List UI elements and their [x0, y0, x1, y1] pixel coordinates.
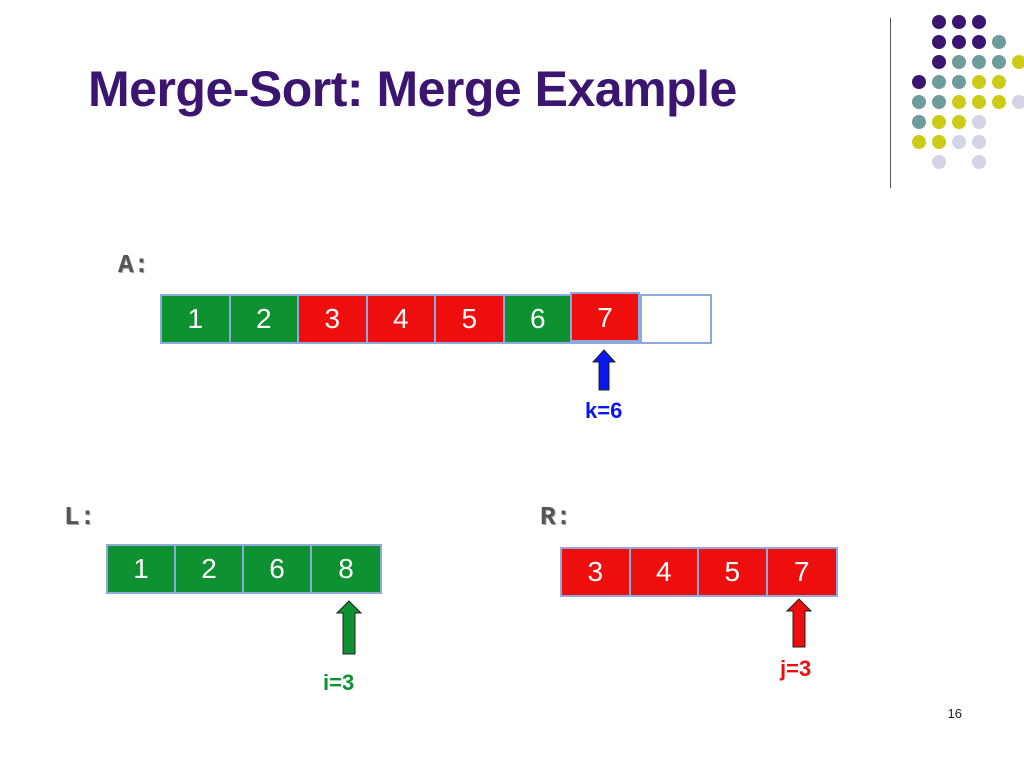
decorative-dot — [932, 15, 946, 29]
array-r-cell: 4 — [630, 549, 699, 595]
array-r-cell: 5 — [699, 549, 768, 595]
j-pointer-label: j=3 — [780, 656, 812, 681]
decorative-dot — [952, 95, 966, 109]
decorative-dot — [932, 155, 946, 169]
decorative-dot — [1012, 55, 1024, 69]
array-r-cell: 7 — [767, 549, 836, 595]
i-pointer-arrow — [336, 600, 362, 655]
decorative-dot — [992, 95, 1006, 109]
decorative-dot — [972, 35, 986, 49]
array-r-cell: 3 — [562, 549, 631, 595]
array-a-current-cell: 7 — [570, 292, 640, 342]
decorative-dot — [952, 35, 966, 49]
array-a-cell: 6 — [504, 296, 573, 342]
decorative-dot — [952, 15, 966, 29]
array-a-label: A: — [118, 250, 150, 280]
j-pointer-arrow — [786, 598, 812, 648]
array-l-cell: 8 — [312, 546, 380, 592]
i-pointer-label: i=3 — [323, 670, 355, 695]
array-l-cell: 1 — [108, 546, 176, 592]
decorative-dot — [972, 115, 986, 129]
decorative-dot — [972, 135, 986, 149]
array-a-cell: 1 — [162, 296, 231, 342]
decorative-dot — [932, 35, 946, 49]
decorative-dot — [972, 95, 986, 109]
array-a-cell: 4 — [367, 296, 436, 342]
divider-line — [890, 18, 891, 188]
array-a-cell: 2 — [230, 296, 299, 342]
decorative-dot — [992, 55, 1006, 69]
k-pointer-arrow — [592, 349, 616, 391]
decorative-dot — [932, 135, 946, 149]
decorative-dot — [932, 95, 946, 109]
slide-title: Merge-Sort: Merge Example — [88, 61, 737, 117]
decorative-dot — [992, 75, 1006, 89]
array-a-cell: 5 — [436, 296, 505, 342]
k-pointer-label: k=6 — [585, 398, 623, 423]
decorative-dot — [912, 135, 926, 149]
decorative-dot — [912, 75, 926, 89]
array-l-label: L: — [64, 502, 96, 532]
array-r-label: R: — [540, 502, 572, 532]
decorative-dot — [972, 15, 986, 29]
decorative-dot — [912, 95, 926, 109]
array-l-cell: 6 — [244, 546, 312, 592]
decorative-dot — [972, 75, 986, 89]
decorative-dot — [952, 55, 966, 69]
array-a-cell: 3 — [299, 296, 368, 342]
decorative-dot — [972, 155, 986, 169]
page-number: 16 — [947, 706, 962, 721]
decorative-dot — [912, 115, 926, 129]
decorative-dot — [992, 35, 1006, 49]
decorative-dot — [952, 135, 966, 149]
decorative-dot — [932, 115, 946, 129]
decorative-dot — [972, 55, 986, 69]
decorative-dot — [932, 75, 946, 89]
decorative-dot — [952, 115, 966, 129]
decorative-dot — [932, 55, 946, 69]
decorative-dot — [1012, 95, 1024, 109]
decorative-dot — [952, 75, 966, 89]
array-a-cell — [641, 296, 710, 342]
array-l-cell: 2 — [176, 546, 244, 592]
